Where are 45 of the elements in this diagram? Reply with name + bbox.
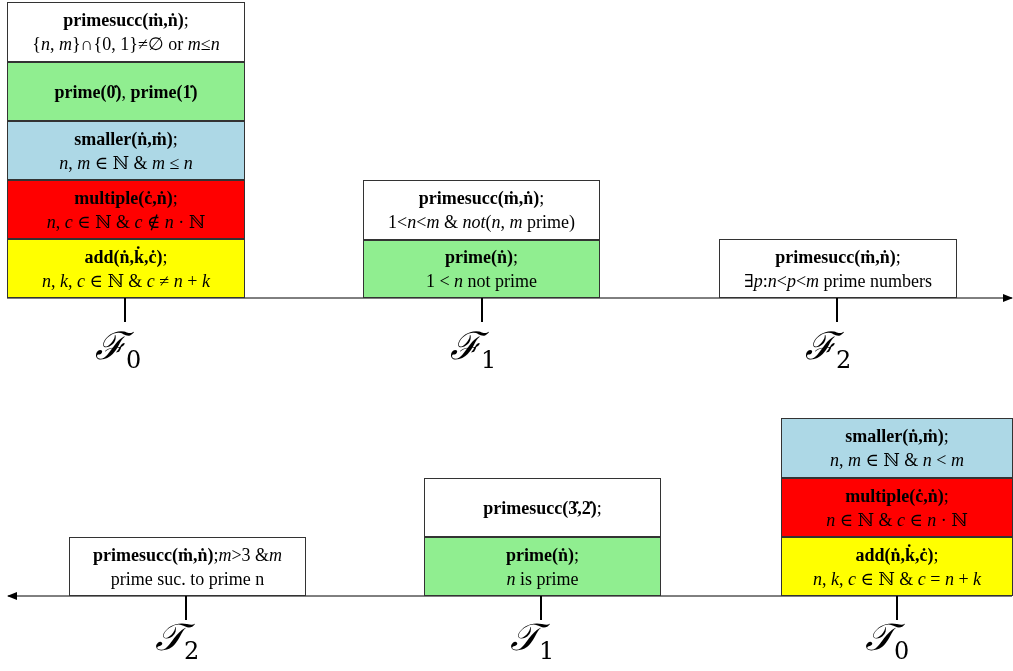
predicate-heading: add(ṅ,k̇,ċ);	[84, 245, 168, 269]
timepoint-label: 𝒯$_{0}$	[865, 615, 910, 665]
predicate-box	[781, 537, 1013, 596]
predicate-text: primesucc(ṁ,ṅ);m>3 &m prime suc. to prime n	[91, 543, 284, 591]
condition-text: n ∈ ℕ & c ∈ n · ℕ	[826, 508, 968, 532]
predicate-box	[7, 239, 245, 298]
timepoint-label: 𝒯$_{2}$	[155, 615, 200, 665]
predicate-heading: primesucc(ṁ,ṅ);	[418, 187, 545, 210]
condition-text: n, k, c ∈ ℕ & c = n + k	[812, 567, 982, 591]
predicate-box	[424, 537, 661, 596]
timepoint-label: 𝒯$_{1}$	[510, 615, 555, 665]
predicate-box	[781, 418, 1013, 478]
condition-text: n, m ∈ ℕ & n < m	[830, 449, 964, 472]
timepoint-label: ℱ$_{0}$	[95, 323, 142, 374]
predicate-text: primesucc(3̇,2̇);	[483, 496, 602, 520]
predicate-box	[69, 537, 306, 596]
predicate-heading: smaller(ṅ,ṁ);	[845, 425, 949, 448]
predicate-box	[7, 62, 245, 121]
condition-text: 1 < n not prime	[425, 270, 538, 293]
predicate-box	[363, 240, 600, 298]
predicate-heading: add(ṅ,k̇,ċ);	[855, 543, 939, 567]
predicate-box	[7, 180, 245, 239]
condition-text: n, m ∈ ℕ & m ≤ n	[59, 151, 193, 175]
condition-text: n, k, c ∈ ℕ & c ≠ n + k	[42, 269, 210, 293]
predicate-box	[7, 2, 245, 62]
predicate-heading: prime(ṅ);	[506, 543, 579, 567]
predicate-heading: primesucc(ṁ,ṅ);	[775, 245, 901, 269]
predicate-heading: primesucc(ṁ,ṅ);	[63, 9, 189, 32]
predicate-box	[781, 478, 1013, 537]
predicate-text: prime(0̇), prime(1̇)	[54, 80, 198, 104]
predicate-heading: smaller(ṅ,ṁ);	[74, 127, 178, 151]
predicate-heading: prime(ṅ);	[445, 246, 518, 269]
predicate-box	[424, 478, 661, 537]
predicate-heading: multiple(ċ,ṅ);	[845, 484, 949, 508]
condition-text: n, c ∈ ℕ & c ∉ n · ℕ	[46, 210, 206, 234]
condition-text: 1<n<m & not(n, m prime)	[388, 211, 575, 234]
condition-text: n is prime	[506, 567, 579, 591]
timepoint-label: ℱ$_{1}$	[450, 323, 497, 374]
predicate-box	[363, 180, 600, 240]
condition-text: ∃p:n<p<m prime numbers	[743, 269, 933, 293]
predicate-box	[7, 121, 245, 180]
timepoint-label: ℱ$_{2}$	[805, 323, 852, 374]
condition-text: {n, m}∩{0, 1}≠∅ or m≤n	[32, 33, 220, 56]
predicate-box	[719, 239, 957, 298]
predicate-heading: multiple(ċ,ṅ);	[74, 186, 178, 210]
